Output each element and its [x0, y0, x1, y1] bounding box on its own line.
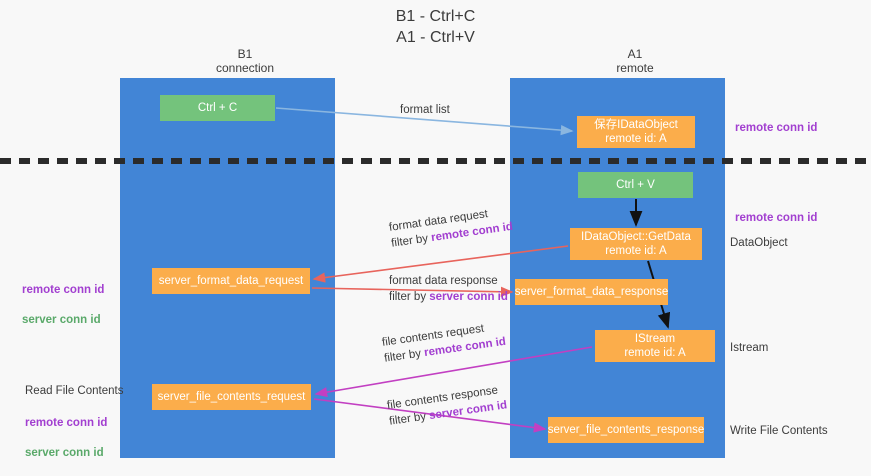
node-server-file-contents-request[interactable]: server_file_contents_request — [152, 384, 311, 410]
column-header-b1: B1 connection — [215, 47, 275, 75]
annotation-left-server-conn-id-2: server conn id — [25, 447, 104, 459]
phase-divider — [0, 158, 871, 164]
edge-label-format-data-response-filter: filter by server conn id — [389, 289, 508, 305]
arrow-format-data-request — [312, 245, 569, 283]
annotation-left-remote-conn-id-2: remote conn id — [25, 417, 108, 429]
annotation-left-server-conn-id: server conn id — [22, 314, 101, 326]
node-server-format-data-response[interactable]: server_format_data_response — [515, 279, 668, 305]
arrow-file-contents-request — [314, 346, 593, 398]
filter-prefix: filter by — [389, 291, 430, 303]
arrow-format-data-response — [311, 286, 514, 297]
arrow-format-list — [275, 107, 574, 136]
node-istream[interactable]: IStream remote id: A — [595, 330, 715, 362]
edge-label-format-data-response: format data response filter by server co… — [389, 273, 508, 305]
annotation-remote-conn-id-top: remote conn id — [735, 122, 818, 134]
annotation-read-file-contents: Read File Contents — [25, 385, 124, 397]
node-ctrl-v[interactable]: Ctrl + V — [578, 172, 693, 198]
node-ctrl-c[interactable]: Ctrl + C — [160, 95, 275, 121]
node-idataobject-getdata[interactable]: IDataObject::GetData remote id: A — [570, 228, 702, 260]
annotation-remote-conn-id-mid: remote conn id — [735, 212, 818, 224]
page-title: B1 - Ctrl+C A1 - Ctrl+V — [395, 8, 476, 46]
annotation-left-remote-conn-id: remote conn id — [22, 284, 105, 296]
annotation-write-file-contents: Write File Contents — [730, 425, 828, 437]
column-header-a1: A1 remote — [616, 47, 654, 75]
node-save-idataobject[interactable]: 保存IDataObject remote id: A — [577, 116, 695, 148]
edge-label-format-data-response-text: format data response — [389, 275, 498, 287]
filter-key-server-conn-id: server conn id — [429, 291, 508, 303]
edge-label-format-list-text: format list — [400, 104, 450, 116]
node-server-file-contents-response[interactable]: server_file_contents_response — [548, 417, 704, 443]
annotation-left-conn-ids: remote conn id server conn id — [22, 268, 104, 343]
edge-label-format-list: format list — [400, 102, 450, 118]
arrow-file-contents-response — [313, 398, 547, 433]
node-server-format-data-request[interactable]: server_format_data_request — [152, 268, 310, 294]
annotation-istream: Istream — [730, 342, 769, 354]
annotation-dataobject: DataObject — [730, 237, 788, 249]
annotation-left-conn-ids-2: remote conn id server conn id — [25, 401, 107, 476]
